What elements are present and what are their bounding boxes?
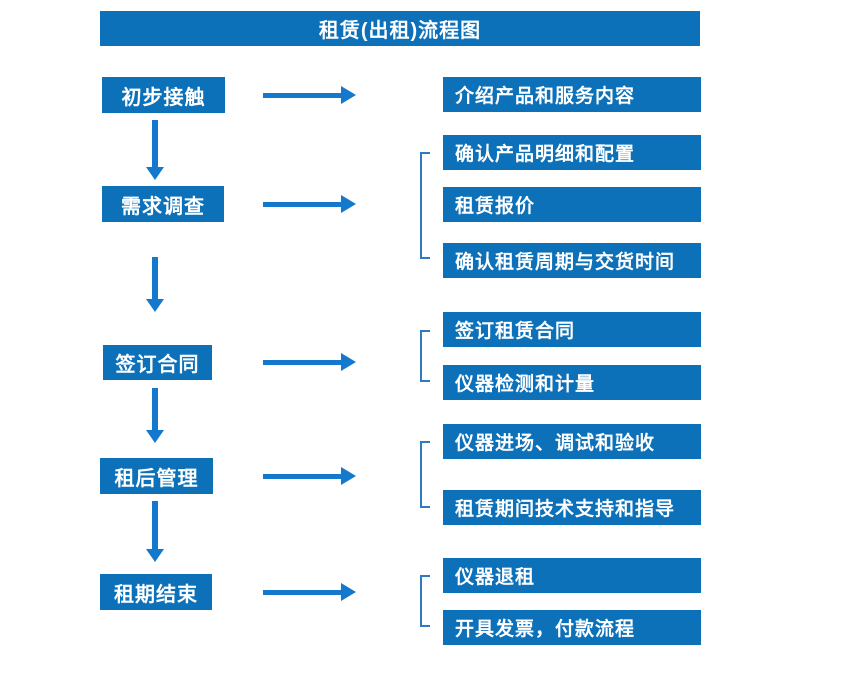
arrow-head-icon [146, 549, 164, 562]
arrow-shaft [263, 92, 341, 98]
step-box-post-rental-management: 租后管理 [100, 458, 213, 494]
arrow-head-icon [146, 430, 164, 443]
output-box-tech-support-guidance: 租赁期间技术支持和指导 [443, 490, 701, 525]
arrow-down-2 [145, 257, 165, 312]
arrow-down-3 [145, 388, 165, 443]
output-box-instrument-entry-commissioning: 仪器进场、调试和验收 [443, 424, 701, 459]
output-box-confirm-rental-period-delivery: 确认租赁周期与交货时间 [443, 243, 701, 278]
step-box-rental-end: 租期结束 [100, 574, 212, 610]
arrow-shaft [152, 257, 158, 299]
arrow-head-icon [341, 583, 356, 601]
output-box-rental-quotation: 租赁报价 [443, 187, 701, 222]
step-box-sign-contract: 签订合同 [103, 345, 212, 380]
arrow-shaft [152, 120, 158, 167]
bracket-group-5 [420, 575, 430, 627]
output-box-introduce-products-services: 介绍产品和服务内容 [443, 77, 701, 112]
arrow-down-4 [145, 501, 165, 562]
arrow-right-5 [263, 583, 356, 601]
arrow-head-icon [341, 353, 356, 371]
output-box-sign-rental-contract: 签订租赁合同 [443, 312, 701, 347]
output-box-instrument-return: 仪器退租 [443, 558, 701, 593]
output-box-invoice-payment-process: 开具发票，付款流程 [443, 610, 701, 645]
arrow-head-icon [341, 195, 356, 213]
flowchart-title: 租赁(出租)流程图 [100, 11, 700, 46]
step-box-initial-contact: 初步接触 [102, 77, 225, 113]
bracket-group-4 [420, 441, 430, 508]
arrow-shaft [152, 501, 158, 549]
step-box-demand-survey: 需求调查 [102, 186, 224, 222]
arrow-down-1 [145, 120, 165, 180]
arrow-head-icon [146, 299, 164, 312]
output-box-instrument-testing-metering: 仪器检测和计量 [443, 365, 701, 400]
arrow-shaft [152, 388, 158, 430]
arrow-shaft [263, 359, 341, 365]
arrow-shaft [263, 589, 341, 595]
arrow-right-2 [263, 195, 356, 213]
arrow-shaft [263, 473, 341, 479]
arrow-head-icon [341, 86, 356, 104]
bracket-group-3 [420, 330, 430, 382]
arrow-head-icon [341, 467, 356, 485]
arrow-right-1 [263, 86, 356, 104]
arrow-shaft [263, 201, 341, 207]
arrow-head-icon [146, 167, 164, 180]
output-box-confirm-product-details: 确认产品明细和配置 [443, 135, 701, 170]
arrow-right-3 [263, 353, 356, 371]
bracket-group-2 [420, 152, 430, 259]
arrow-right-4 [263, 467, 356, 485]
